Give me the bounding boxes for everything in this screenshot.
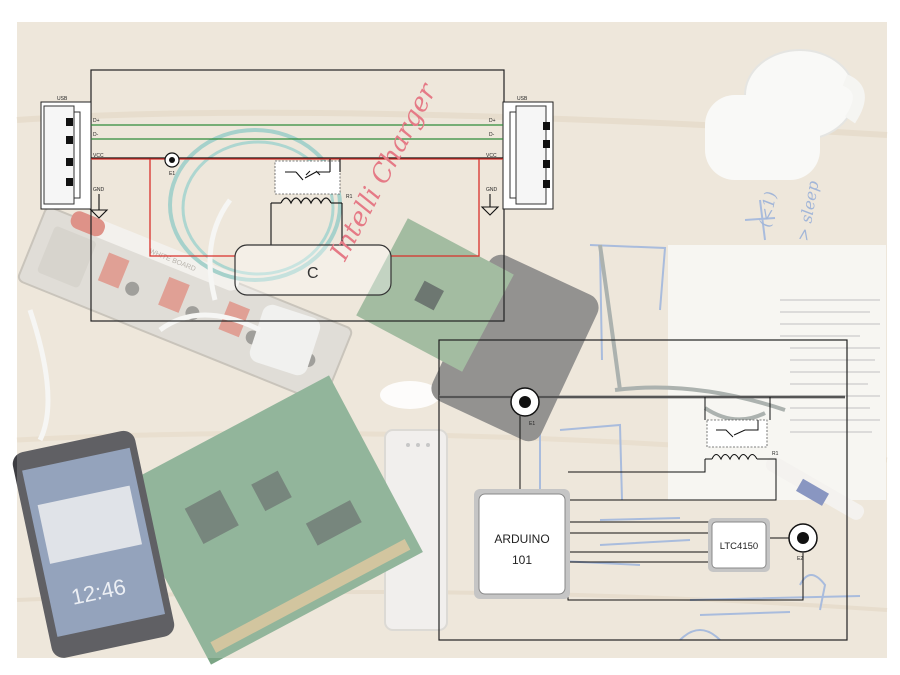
bottom-e2-sensor: E2 <box>788 523 818 562</box>
blue-doodles <box>539 199 861 641</box>
android-phone: 12:46 <box>12 430 175 658</box>
right-ground-symbol <box>480 194 500 216</box>
left-pin-dminus: D- <box>93 132 99 138</box>
left-ground-symbol <box>89 194 109 219</box>
right-pin-gnd: GND <box>486 187 498 193</box>
charger <box>249 304 321 376</box>
right-usb-connector: USB D+ D- VCC GND <box>486 96 554 210</box>
bottom-relay-label: R1 <box>772 451 779 457</box>
glasses <box>598 244 786 422</box>
e1-sensor: E1 <box>164 152 180 177</box>
bottom-wires <box>519 416 804 601</box>
bottom-e1-label: E1 <box>529 421 535 427</box>
right-pin-dminus: D- <box>489 132 495 138</box>
right-pin-dplus: D+ <box>489 118 496 124</box>
mug <box>705 49 865 180</box>
left-usb-label: USB <box>57 96 68 102</box>
left-pin-dplus: D+ <box>93 118 100 124</box>
relay-r1: R1 <box>271 159 353 205</box>
bottom-relay-r1: R1 <box>705 419 779 461</box>
left-pin-vcc: VCC <box>93 153 104 159</box>
right-pin-vcc: VCC <box>486 153 497 159</box>
left-usb-connector: USB D+ D- VCC GND <box>40 96 105 210</box>
bottom-e1-sensor: E1 <box>510 387 540 427</box>
arduino-101-block: ARDUINO 101 <box>474 489 570 599</box>
ltc4150-label: LTC4150 <box>720 541 758 552</box>
bottom-diagram-frame <box>438 339 848 641</box>
right-usb-label: USB <box>517 96 528 102</box>
left-pin-gnd: GND <box>93 187 105 193</box>
capacitor-label: C <box>307 265 319 282</box>
fpga-board <box>117 375 423 665</box>
cyan-cable <box>168 128 342 282</box>
relay-r1-label: R1 <box>346 194 353 200</box>
capacitor-block <box>234 244 392 296</box>
bottom-e2-label: E2 <box>797 556 803 562</box>
arduino-label-line2: 101 <box>512 553 532 567</box>
white-cable <box>27 198 262 442</box>
arduino-label-line1: ARDUINO <box>494 532 549 546</box>
wire-red-loop <box>149 159 480 257</box>
e1-label: E1 <box>169 171 175 177</box>
ltc4150-block: LTC4150 <box>708 518 770 572</box>
bottom-diagram: E1 R1 ARDUINO 101 <box>438 339 848 641</box>
